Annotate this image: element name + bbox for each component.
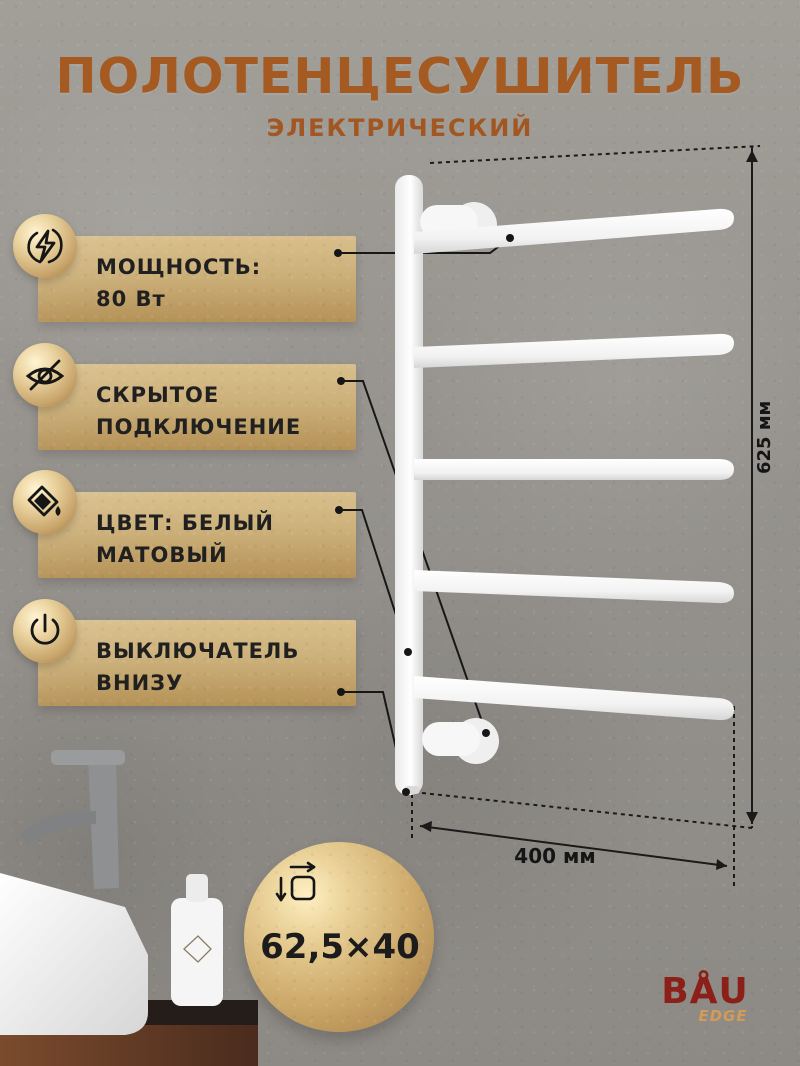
- feature-color-line-2: МАТОВЫЙ: [96, 543, 228, 567]
- lightning-icon-graphic: [27, 228, 63, 264]
- feature-power-line-1: МОЩНОСТЬ:: [96, 255, 262, 279]
- page-subtitle: ЭЛЕКТРИЧЕСКИЙ: [266, 114, 534, 142]
- feature-switch-line-1: ВЫКЛЮЧАТЕЛЬ: [96, 639, 300, 663]
- feature-color-line-1: ЦВЕТ: БЕЛЫЙ: [96, 511, 274, 535]
- pointer-line-hidden: [341, 380, 487, 734]
- bathroom-decor: [0, 750, 258, 1066]
- width-arrow-line: [419, 825, 728, 867]
- paint-drop: [55, 506, 61, 516]
- height-dimension-label: 625 мм: [754, 400, 775, 474]
- lightning-bolt: [35, 229, 56, 263]
- size-badge: [244, 842, 434, 1032]
- lightning-ring-right: [47, 228, 63, 264]
- top-dimension-line: [429, 145, 761, 164]
- eye-slash: [29, 359, 61, 391]
- brand-logo: BÅU EDGE: [650, 974, 760, 1030]
- pointer-dot-color: [335, 506, 343, 514]
- paint-bucket-fill: [34, 493, 51, 510]
- faucet-spout: [20, 811, 96, 845]
- width-arrow-left: [420, 821, 432, 832]
- page-title: ПОЛОТЕНЦЕСУШИТЕЛЬ: [55, 48, 745, 105]
- feature-switch-line-2: ВНИЗУ: [96, 671, 184, 695]
- width-dimension-label: 400 мм: [514, 844, 596, 868]
- width-arrow-right: [716, 859, 727, 870]
- faucet-body: [88, 754, 119, 889]
- rail-dot-color: [404, 648, 412, 656]
- feature-text-power: МОЩНОСТЬ: 80 Вт: [96, 251, 346, 315]
- measurement-lines: [411, 145, 761, 889]
- rail-bar-2: [414, 333, 734, 368]
- lightning-ring-left: [27, 231, 42, 264]
- feature-text-hidden-connection: СКРЫТОЕ ПОДКЛЮЧЕНИЕ: [96, 379, 346, 443]
- paint-bucket-outline: [27, 485, 59, 517]
- rail-dot-switch: [402, 788, 410, 796]
- sink: [0, 873, 148, 1035]
- paint-bucket-icon-graphic: [27, 485, 61, 517]
- pointer-dot-hidden-connection: [337, 377, 345, 385]
- bottle: [171, 898, 223, 1006]
- resize-icon-arrow-top-head: [306, 861, 316, 873]
- vertical-tube: [395, 175, 423, 795]
- feature-card-hidden-connection: СКРЫТОЕ ПОДКЛЮЧЕНИЕ: [38, 364, 356, 450]
- brand-sub-text: EDGE: [698, 1007, 748, 1025]
- rail-bar-5: [414, 676, 734, 721]
- rail-bar-4: [414, 570, 734, 604]
- feature-hidden-line-2: ПОДКЛЮЧЕНИЕ: [96, 415, 302, 439]
- height-arrow-top: [746, 150, 758, 162]
- feature-card-color: ЦВЕТ: БЕЛЫЙ МАТОВЫЙ: [38, 492, 356, 578]
- power-icon: [13, 599, 77, 663]
- feature-hidden-line-1: СКРЫТОЕ: [96, 383, 220, 407]
- resize-icon-square: [290, 875, 316, 901]
- pointer-dot-switch: [337, 688, 345, 696]
- eye-pupil: [37, 368, 53, 384]
- feature-text-switch: ВЫКЛЮЧАТЕЛЬ ВНИЗУ: [96, 635, 346, 699]
- bottom-mount-arm: [422, 722, 480, 756]
- hidden-eye-icon-graphic: [25, 359, 65, 391]
- hidden-eye-icon: [13, 343, 77, 407]
- towel-rail: [395, 175, 734, 795]
- resize-icon: [275, 861, 316, 902]
- rail-dot-power: [506, 234, 514, 242]
- rail-bar-1: [414, 208, 734, 254]
- brand-main-text: BÅU: [661, 971, 749, 1012]
- bottle-label-line: [183, 935, 212, 963]
- power-ring: [30, 618, 60, 645]
- rail-dot-hidden-connection: [482, 729, 490, 737]
- pointer-line-color: [339, 509, 409, 653]
- height-arrow-bottom: [746, 812, 758, 824]
- power-icon-graphic: [30, 613, 60, 645]
- feature-text-color: ЦВЕТ: БЕЛЫЙ МАТОВЫЙ: [96, 507, 346, 571]
- rail-bar-3: [414, 459, 734, 480]
- bottom-dimension-line: [421, 792, 753, 829]
- feature-card-switch: ВЫКЛЮЧАТЕЛЬ ВНИЗУ: [38, 620, 356, 706]
- faucet-handle: [51, 750, 125, 765]
- resize-icon-arrow-left-head: [275, 892, 287, 902]
- paint-bucket-icon: [13, 470, 77, 534]
- lightning-icon: [13, 214, 77, 278]
- pointer-lines: [338, 237, 511, 793]
- size-badge-text: 62,5×40: [260, 927, 420, 967]
- feature-power-line-2: 80 Вт: [96, 287, 166, 311]
- pointer-dot-power: [334, 249, 342, 257]
- feature-card-power: МОЩНОСТЬ: 80 Вт: [38, 236, 356, 322]
- bottle-cap: [186, 874, 208, 902]
